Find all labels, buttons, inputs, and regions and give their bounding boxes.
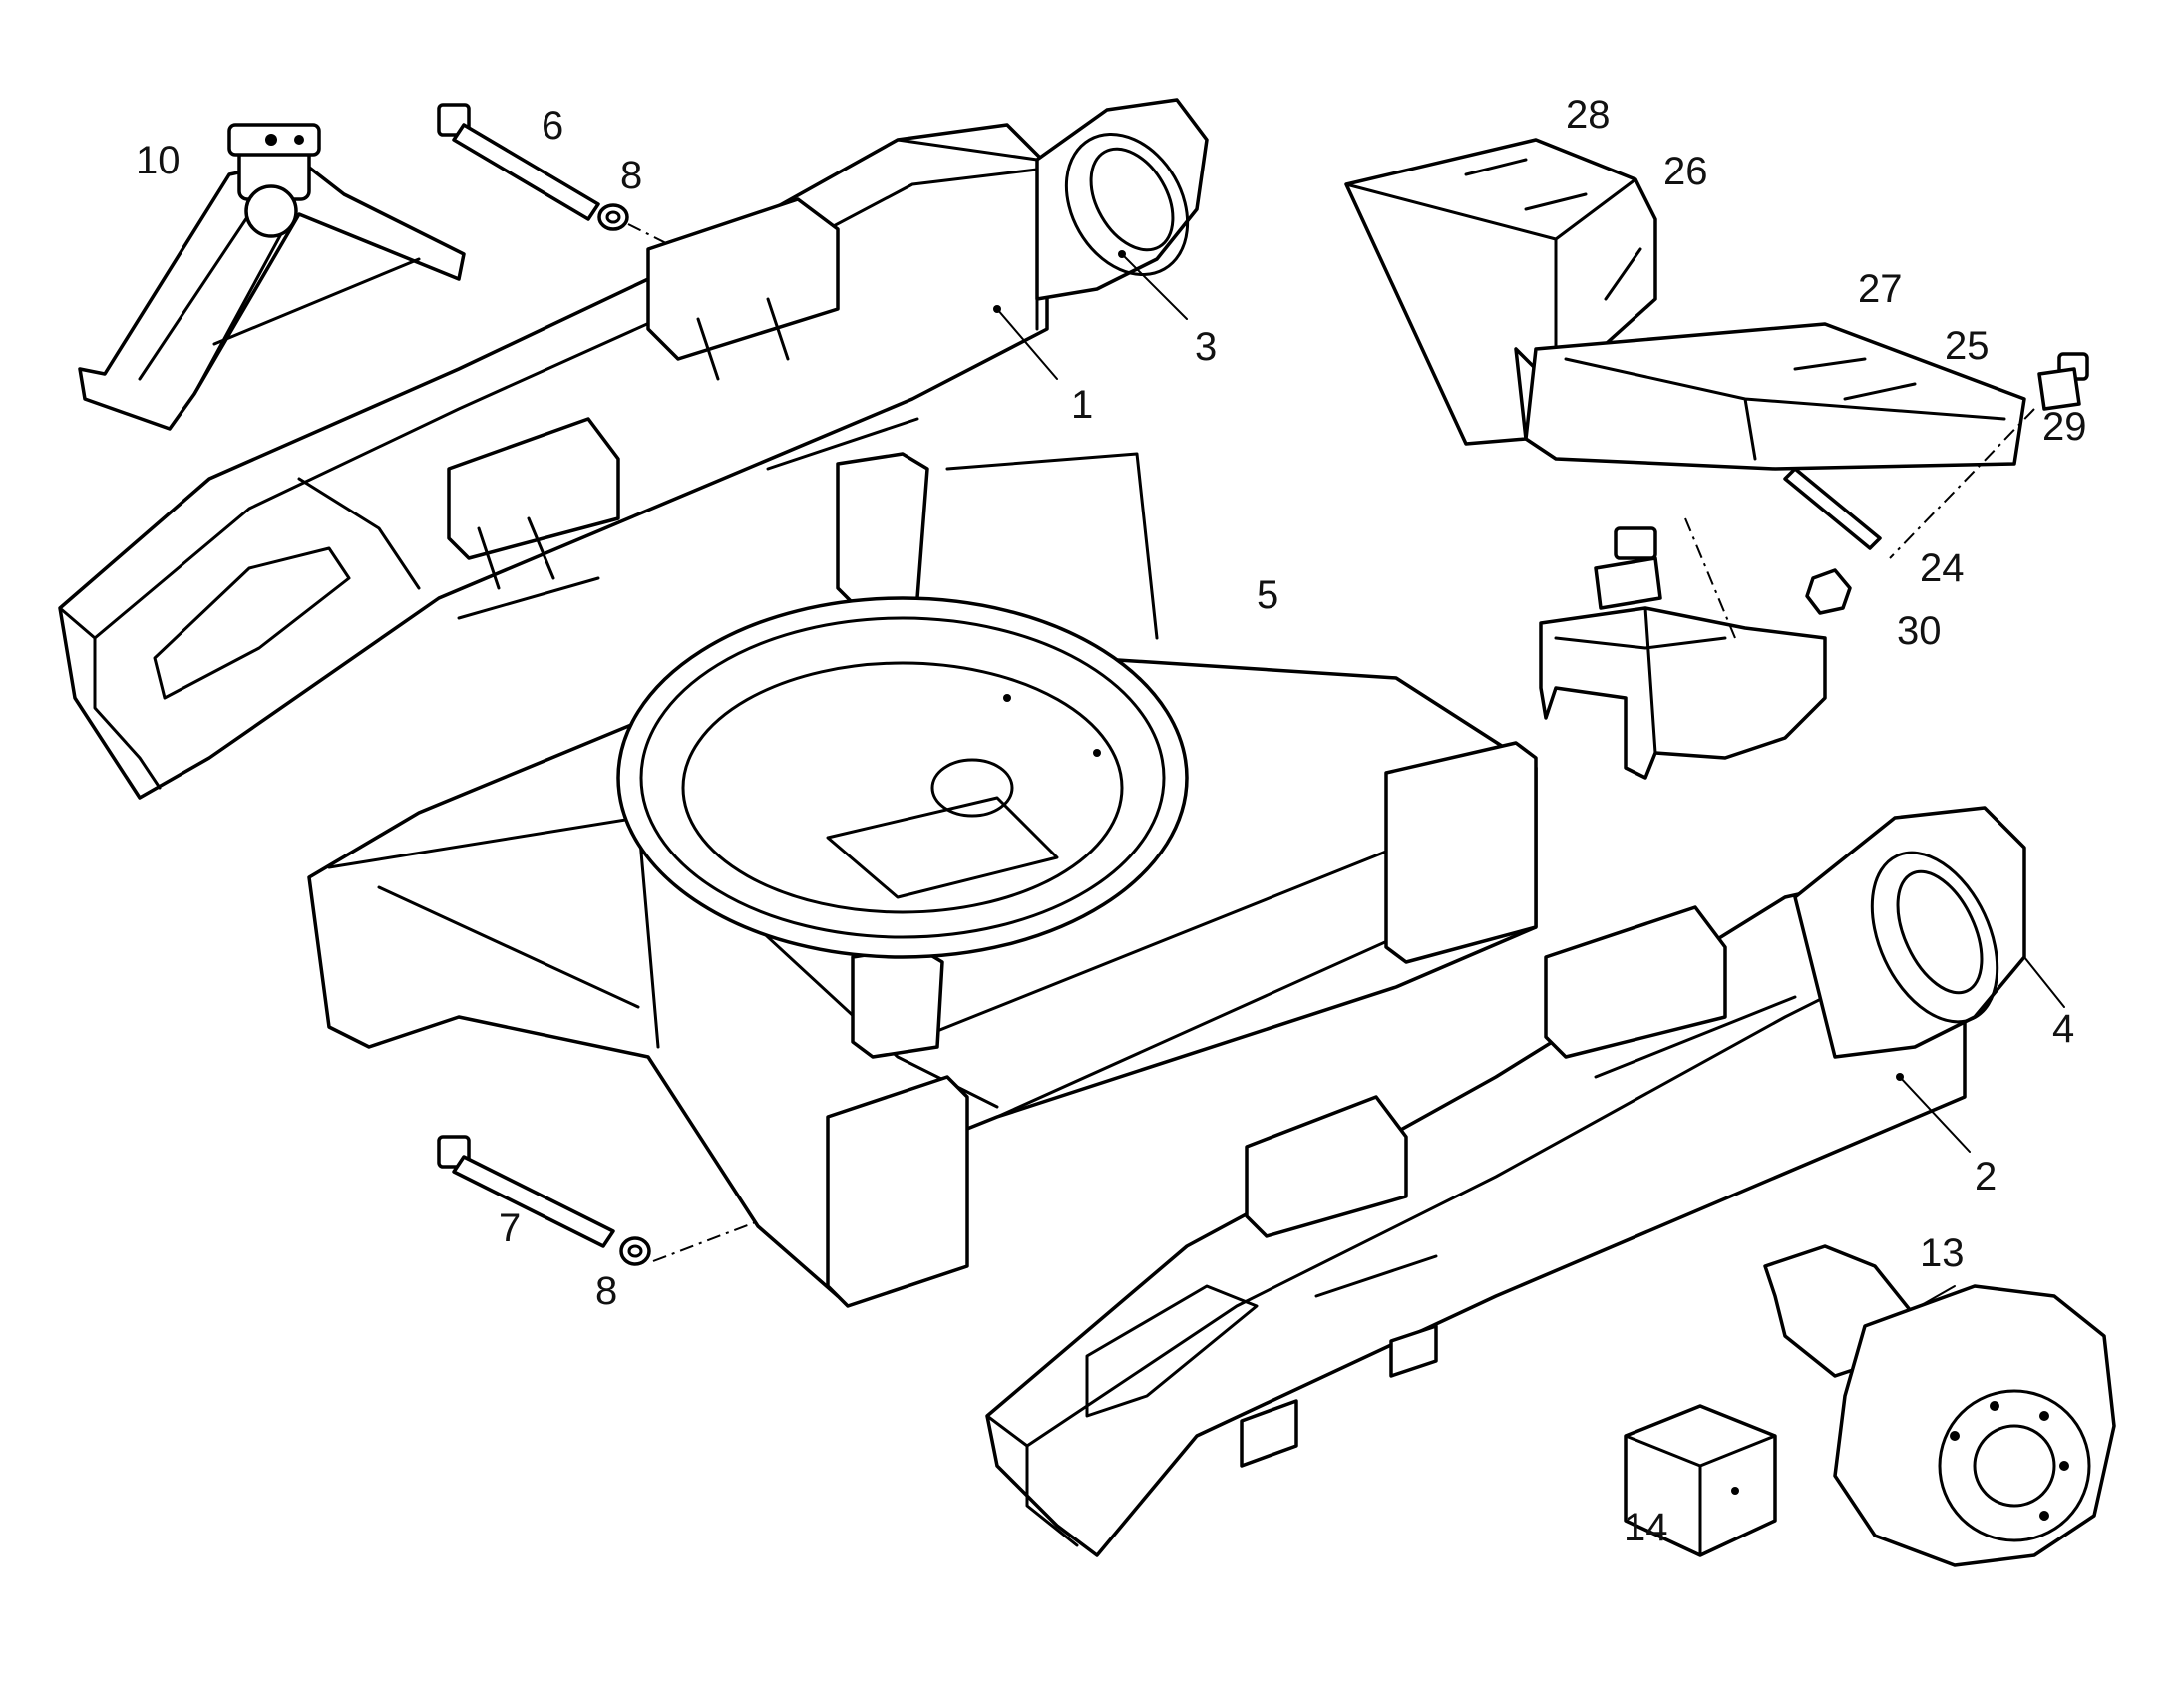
callout-27: 27 [1858,267,1903,311]
callout-3: 3 [1195,325,1218,369]
callout-5: 5 [1257,573,1279,617]
callout-24: 24 [1920,546,1965,590]
callout-2: 2 [1975,1155,1998,1198]
part-27-25-lower-cover [1524,322,2026,471]
callout-28: 28 [1566,93,1611,137]
part-14-block [1624,1404,1777,1557]
leader-lines [996,253,2065,1307]
part-2-track-frame-lower [985,806,2026,1557]
guard-bracket [1539,526,1827,780]
callout-6: 6 [542,104,564,148]
callout-4: 4 [2052,1007,2075,1051]
part-7-bolt [437,1135,615,1248]
callout-25: 25 [1945,324,1990,368]
callout-26: 26 [1663,150,1708,193]
callout-8-top: 8 [620,154,643,197]
part-8-washer-bottom [619,1236,651,1266]
part-8-washer-top [597,203,629,231]
callout-13: 13 [1920,1231,1965,1275]
callout-1: 1 [1071,383,1094,427]
callout-30: 30 [1897,609,1942,653]
callout-10: 10 [136,139,181,182]
part-13-drive-motor [1763,1244,2116,1567]
part-24-strip [1783,467,1882,550]
part-5-centre-frame [307,452,1538,1308]
part-30-nut [1805,568,1852,615]
part-1-track-frame-upper [58,98,1209,800]
callout-7: 7 [499,1206,522,1250]
callout-14: 14 [1624,1506,1668,1549]
part-6-bolt [437,103,600,221]
part-29-bolt [2037,352,2089,411]
callout-29: 29 [2042,405,2087,449]
callout-8-bottom: 8 [595,1269,618,1313]
part-10-bracket [78,123,466,431]
